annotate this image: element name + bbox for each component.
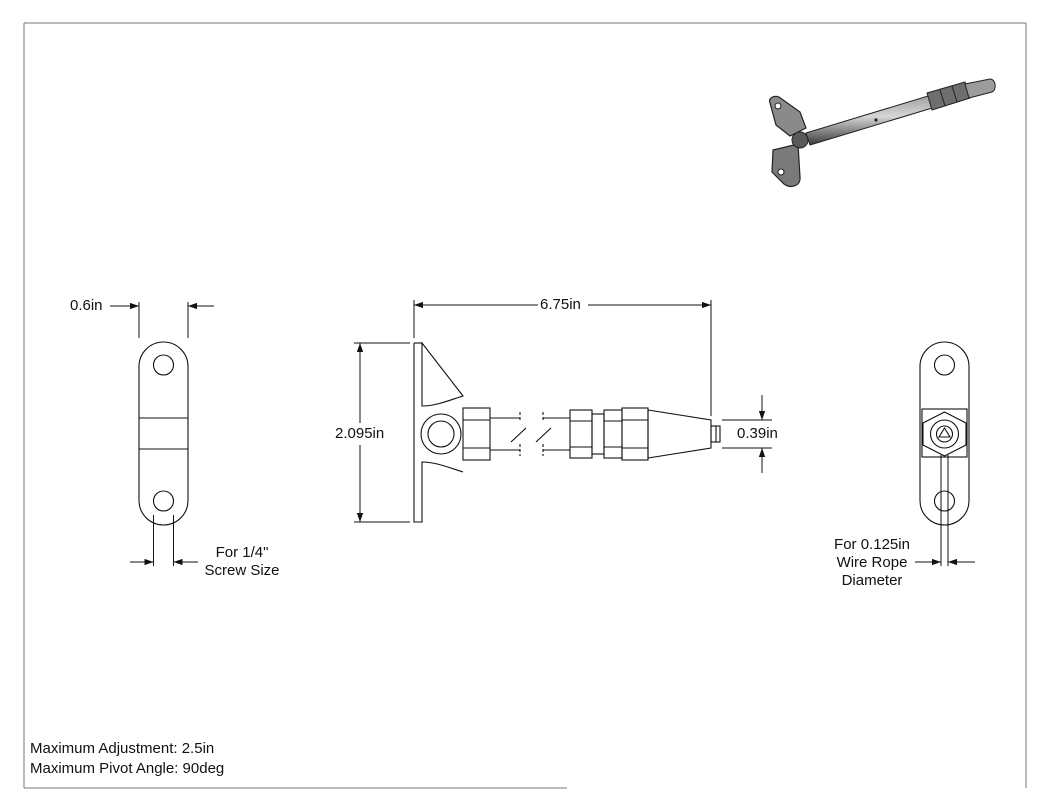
note-max-adjustment: Maximum Adjustment: 2.5in — [30, 740, 215, 757]
callout-screw-line2: Screw Size — [204, 562, 280, 579]
callout-screw-line1: For 1/4" — [215, 544, 269, 561]
upper-screw-hole — [152, 354, 175, 376]
lower-screw-hole — [152, 490, 175, 512]
turnbuckle-front-view — [413, 341, 721, 523]
callout-wire-line2: Wire Rope — [836, 554, 908, 571]
end-view — [919, 341, 970, 526]
note-max-pivot-angle: Maximum Pivot Angle: 90deg — [30, 760, 225, 777]
label-height: 2.095in — [335, 425, 385, 442]
label-diameter: 0.39in — [737, 425, 778, 442]
notes-block: Maximum Adjustment: 2.5in Maximum Pivot … — [30, 739, 224, 779]
dim-diameter — [722, 395, 772, 473]
dim-screw-size — [130, 515, 198, 566]
pivot-barrel — [420, 413, 462, 455]
flange-side-view — [138, 341, 189, 526]
dim-wire-rope — [915, 455, 975, 566]
sheet-border — [23, 22, 1027, 789]
callout-wire-line1: For 0.125in — [834, 536, 910, 553]
isometric-view — [769, 78, 996, 187]
dim-height — [354, 342, 410, 523]
dim-overall-length — [413, 300, 712, 416]
callout-screw-size: For 1/4" Screw Size — [196, 544, 288, 580]
callout-wire-rope: For 0.125in Wire Rope Diameter — [826, 536, 918, 590]
dim-flange-width — [110, 302, 214, 338]
label-overall-length: 6.75in — [540, 296, 581, 313]
callout-wire-line3: Diameter — [841, 572, 903, 589]
label-flange-width: 0.6in — [70, 297, 103, 314]
